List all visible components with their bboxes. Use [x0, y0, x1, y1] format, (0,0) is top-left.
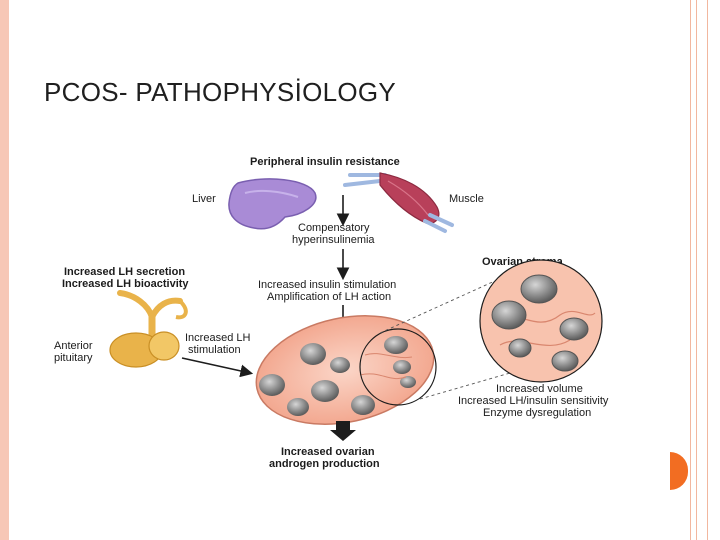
label-hyperinsulinemia: hyperinsulinemia — [292, 234, 375, 246]
follicle — [393, 360, 411, 374]
right-decor-line — [690, 0, 691, 540]
label-enzyme-dysregulation: Enzyme dysregulation — [483, 407, 591, 419]
follicle — [300, 343, 326, 365]
ovary-illustration — [255, 315, 435, 425]
follicle — [559, 317, 589, 341]
label-peripheral-insulin-resistance: Peripheral insulin resistance — [250, 156, 400, 168]
label-lh-stimulation: stimulation — [188, 344, 241, 356]
label-anterior: Anterior — [54, 340, 93, 352]
follicle — [351, 395, 375, 415]
liver-illustration — [228, 178, 317, 230]
arrow-lh-to-ovary — [181, 357, 254, 378]
left-decor-band — [0, 0, 9, 540]
follicle — [520, 274, 558, 304]
follicle — [400, 376, 416, 388]
follicle — [508, 338, 532, 358]
label-increased-sensitivity: Increased LH/insulin sensitivity — [458, 395, 609, 407]
pathophysiology-diagram: Peripheral insulin resistance Liver Musc… — [54, 156, 609, 470]
follicle — [384, 336, 408, 354]
zoom-region-circle — [359, 328, 437, 406]
follicle — [311, 380, 339, 402]
label-amplification: Amplification of LH action — [267, 291, 391, 303]
right-decor-line — [696, 0, 697, 540]
label-lh-secretion: Increased LH secretion — [64, 266, 185, 278]
pituitary-illustration — [109, 290, 188, 368]
slide-tab-marker — [670, 452, 688, 490]
slide-title: PCOS- PATHOPHYSİOLOGY — [44, 77, 397, 107]
follicle — [330, 357, 350, 373]
zoom-connector — [419, 372, 511, 400]
label-liver: Liver — [192, 193, 216, 205]
label-androgen-production: androgen production — [269, 458, 380, 470]
follicle — [287, 398, 309, 416]
label-increased-lh: Increased LH — [185, 332, 250, 344]
label-pituitary: pituitary — [54, 352, 93, 364]
label-increased-volume: Increased volume — [496, 383, 583, 395]
label-compensatory: Compensatory — [298, 222, 370, 234]
muscle-illustration — [343, 172, 454, 233]
arrow-to-androgen — [330, 421, 356, 441]
follicle — [259, 374, 285, 396]
label-insulin-stimulation: Increased insulin stimulation — [258, 279, 396, 291]
label-muscle: Muscle — [449, 193, 484, 205]
follicle — [551, 350, 579, 372]
right-decor-line — [707, 0, 708, 540]
label-increased-ovarian: Increased ovarian — [281, 446, 375, 458]
ovarian-stroma-illustration — [479, 259, 603, 383]
label-lh-bioactivity: Increased LH bioactivity — [62, 278, 189, 290]
follicle — [491, 300, 527, 330]
